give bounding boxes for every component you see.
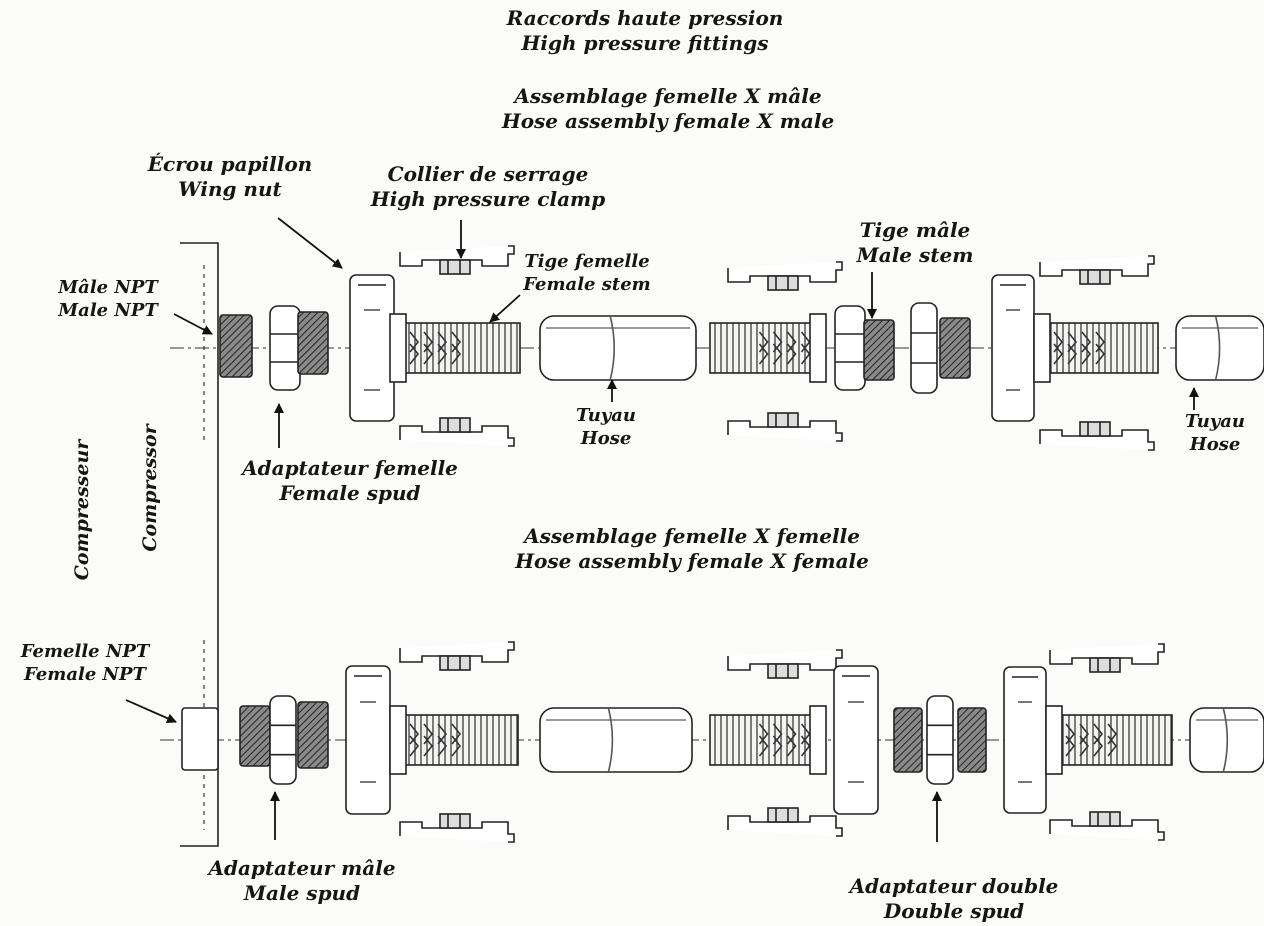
hose-mid-en: Hose: [580, 428, 632, 449]
clamp-bottom-mid-upper: [727, 649, 843, 679]
assembly-bottom-en: Hose assembly female X female: [515, 549, 869, 573]
female-stem-label: Tige femelle Female stem: [523, 250, 650, 296]
assembly-top-en: Hose assembly female X male: [501, 109, 835, 133]
clamp-right-lower: [1039, 421, 1155, 451]
clamp-right-upper: [1039, 255, 1155, 285]
hose-end-fr: Tuyau: [1184, 411, 1246, 432]
male-npt-en: Male NPT: [58, 300, 158, 321]
wing-nut-fr: Écrou papillon: [147, 152, 313, 176]
clamp-top-upper: [399, 245, 515, 275]
clamp-bottom-left-lower: [399, 813, 515, 843]
wing-nut-bottom-left: [345, 665, 391, 815]
female-npt-fitting: [181, 707, 219, 771]
male-stem-left-top: [709, 313, 827, 383]
female-stem-arrow: [489, 294, 521, 323]
assembly-bottom-fr: Assemblage femelle X femelle: [524, 524, 860, 548]
compressor-label-en: Compressor: [139, 424, 161, 552]
wing-nut-bottom-mid: [833, 665, 879, 815]
wing-nut-top: [349, 274, 395, 422]
male-stem-en: Male stem: [856, 243, 974, 267]
female-stem-bottom-mid: [709, 705, 827, 775]
clamp-top-lower: [399, 417, 515, 447]
title-en: High pressure fittings: [521, 31, 769, 55]
clamp-mid-lower: [727, 412, 843, 442]
double-spud-fr: Adaptateur double: [849, 874, 1059, 898]
female-stem-en: Female stem: [523, 274, 651, 295]
female-spud-label: Adaptateur femelle Female spud: [242, 456, 458, 506]
clamp-bottom-right-upper: [1049, 643, 1165, 673]
male-npt-fr: Mâle NPT: [58, 277, 158, 298]
male-stem-label: Tige mâle Male stem: [857, 218, 974, 268]
compressor-label-fr: Compresseur: [71, 439, 93, 581]
male-stem-thread-right: [939, 317, 971, 379]
female-stem-fr: Tige femelle: [524, 251, 650, 272]
male-spud-thread-right: [297, 701, 329, 769]
clamp-fr: Collier de serrage: [387, 162, 589, 186]
hose-top-mid: [539, 315, 697, 381]
double-spud-nut: [926, 695, 954, 785]
wing-nut-top-right: [991, 274, 1035, 422]
hose-end-label: Tuyau Hose: [1185, 410, 1245, 456]
female-npt-label: Femelle NPT Female NPT: [21, 640, 150, 686]
male-npt-label: Mâle NPT Male NPT: [58, 276, 158, 322]
title-fr: Raccords haute pression: [506, 6, 784, 30]
female-npt-arrow: [125, 699, 177, 723]
hose-top-end: [1175, 315, 1264, 381]
hose-bottom-mid: [539, 707, 693, 773]
double-spud-en: Double spud: [883, 899, 1025, 923]
assembly-bottom-heading: Assemblage femelle X femelle Hose assemb…: [515, 524, 869, 574]
hose-end-en: Hose: [1189, 434, 1241, 455]
compressor-housing: [180, 242, 219, 847]
male-spud-nut: [269, 695, 297, 785]
wing-nut-arrow: [277, 217, 343, 269]
female-stem-top: [389, 313, 521, 383]
male-spud-en: Male spud: [243, 881, 361, 905]
male-stem-thread: [863, 319, 895, 381]
clamp-bottom-left-upper: [399, 641, 515, 671]
double-spud-thread-left: [893, 707, 923, 773]
wing-nut-en: Wing nut: [178, 177, 282, 201]
assembly-top-fr: Assemblage femelle X mâle: [514, 84, 822, 108]
clamp-en: High pressure clamp: [370, 187, 606, 211]
clamp-bottom-right-lower: [1049, 811, 1165, 841]
female-spud-en: Female spud: [279, 481, 421, 505]
female-stem-top-right: [1033, 313, 1159, 383]
male-stem-nut-right: [910, 302, 938, 394]
male-spud-label: Adaptateur mâle Male spud: [208, 856, 395, 906]
female-stem-bottom-right: [1045, 705, 1173, 775]
double-spud-thread-right: [957, 707, 987, 773]
male-spud-thread-left: [239, 705, 271, 767]
wing-nut-label: Écrou papillon Wing nut: [148, 152, 312, 202]
hose-mid-label: Tuyau Hose: [576, 404, 636, 450]
clamp-mid-upper: [727, 261, 843, 291]
double-spud-label: Adaptateur double Double spud: [850, 874, 1059, 924]
male-stem-nut: [834, 305, 866, 391]
female-stem-bottom-left: [389, 705, 519, 775]
male-npt-arrow: [173, 313, 213, 335]
male-spud-fr: Adaptateur mâle: [208, 856, 396, 880]
male-stem-fr: Tige mâle: [859, 218, 971, 242]
female-spud-thread: [297, 311, 329, 375]
female-npt-fr: Femelle NPT: [20, 641, 150, 662]
female-spud-nut: [269, 305, 301, 391]
hose-mid-fr: Tuyau: [575, 405, 637, 426]
clamp-label: Collier de serrage High pressure clamp: [371, 162, 605, 212]
female-npt-en: Female NPT: [24, 664, 146, 685]
wing-nut-bottom-right: [1003, 666, 1047, 814]
male-npt-fitting: [219, 314, 253, 378]
female-spud-fr: Adaptateur femelle: [242, 456, 458, 480]
hose-bottom-end: [1189, 707, 1264, 773]
diagram-title: Raccords haute pression High pressure fi…: [507, 6, 784, 56]
clamp-bottom-mid-lower: [727, 807, 843, 837]
assembly-top-heading: Assemblage femelle X mâle Hose assembly …: [502, 84, 834, 134]
